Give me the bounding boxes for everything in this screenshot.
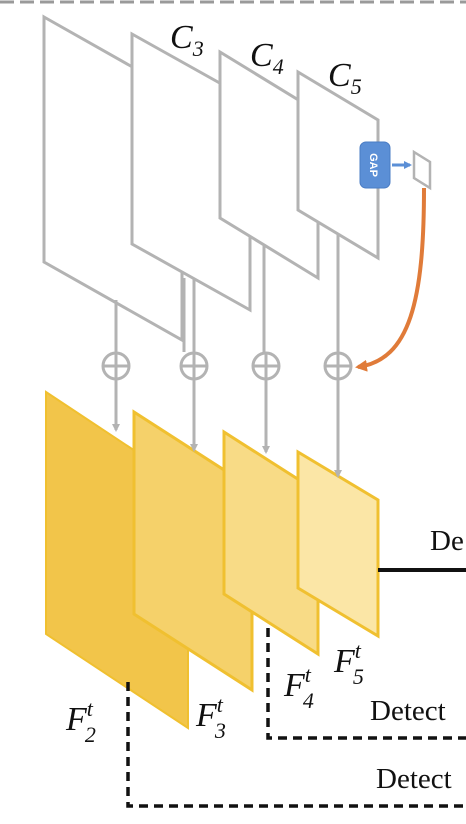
label-c5: C5 (328, 57, 362, 99)
pooled-vector (412, 149, 432, 191)
add-node-2 (179, 351, 209, 381)
fpn-plane-f5 (296, 449, 380, 639)
gap-block: GAP (359, 141, 391, 189)
detect-line-f2 (126, 682, 466, 808)
detect-label-1: De (430, 525, 464, 557)
fpn-plane-f4 (222, 429, 320, 657)
detect-line-f4 (266, 628, 466, 740)
add-node-1 (101, 351, 131, 381)
add-node-3 (251, 351, 281, 381)
detect-label-2: Detect (370, 695, 446, 727)
svg-text:GAP: GAP (367, 153, 379, 177)
backbone-plane-c5 (296, 69, 380, 261)
detect-label-3: Detect (376, 763, 452, 795)
add-node-4 (323, 351, 353, 381)
backbone-plane-c4 (218, 49, 320, 281)
label-c3: C3 (170, 19, 204, 61)
label-c4: C4 (250, 37, 284, 79)
global-context-arrow (355, 187, 426, 372)
